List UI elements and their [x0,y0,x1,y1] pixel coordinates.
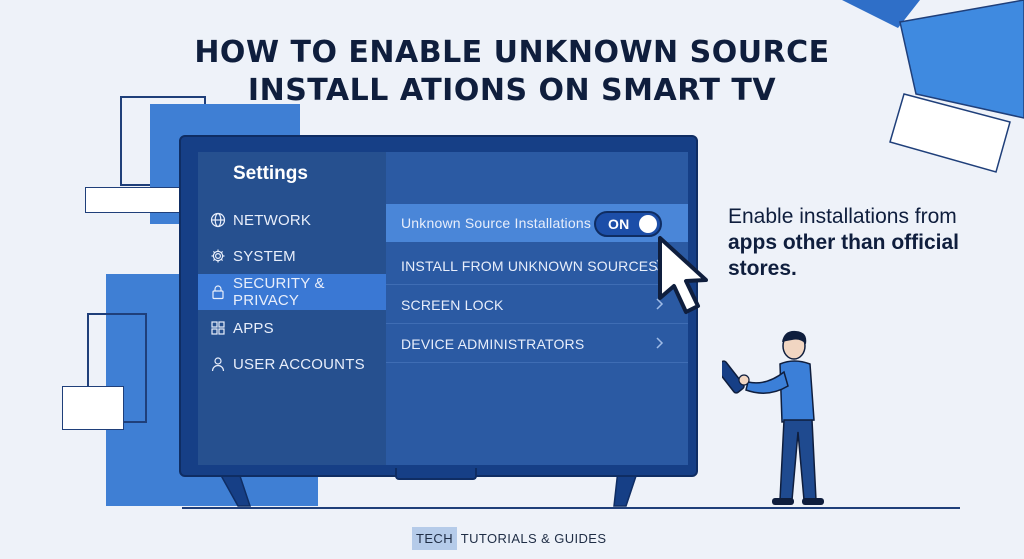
user-icon [210,356,226,372]
setting-label: SCREEN LOCK [401,296,504,313]
sidebar-item-system[interactable]: SYSTEM [198,238,386,274]
toggle-knob [639,215,657,233]
setting-row-unknown-source-installations[interactable]: Unknown Source Installations ON [386,204,688,242]
setting-row-device-administrators[interactable]: DEVICE ADMINISTRATORS [386,325,688,363]
setting-label: Unknown Source Installations [401,215,592,231]
grid-icon [210,320,226,336]
globe-icon [210,212,226,228]
chevron-right-icon [656,298,664,310]
sidebar-item-user-accounts[interactable]: USER ACCOUNTS [198,346,386,382]
caption-text: Enable installations from [728,205,957,228]
sidebar-item-label: SYSTEM [233,247,296,265]
title-line-2: INSTALL ATIONS ON SMART TV [247,73,777,108]
decor-corner-shapes [842,0,1024,173]
tv-legs [217,470,639,507]
chevron-right-icon [656,337,664,349]
sidebar-item-security-privacy[interactable]: SECURITY & PRIVACY [198,274,386,310]
sidebar-item-label: SECURITY & PRIVACY [233,275,325,309]
side-caption: Enable installations from apps other tha… [728,204,968,282]
sidebar-item-apps[interactable]: APPS [198,310,386,346]
setting-label: INSTALL FROM UNKNOWN SOURCES [401,257,658,274]
ground-line [182,507,960,509]
settings-content: Unknown Source Installations ON INSTALL … [386,152,688,465]
lock-icon [210,284,226,300]
footer-highlight: TECH [412,526,457,550]
sidebar-item-label: APPS [233,319,274,337]
setting-row-install-from-unknown-sources[interactable]: INSTALL FROM UNKNOWN SOURCES [386,247,688,285]
sidebar-item-label: USER ACCOUNTS [233,355,365,373]
sidebar-item-network[interactable]: NETWORK [198,202,386,238]
title-line-1: HOW TO ENABLE UNKNOWN SOURCE [194,35,830,70]
footer-brand: TECH TUTORIALS & GUIDES [412,525,606,551]
gear-icon [210,248,226,264]
settings-title: Settings [233,163,308,184]
caption-bold-text: apps other than official stores. [728,231,960,280]
decor-white-rect [85,187,180,213]
sidebar-item-label: NETWORK [233,211,312,229]
setting-label: DEVICE ADMINISTRATORS [401,335,585,352]
settings-sidebar: Settings NETWORK SYSTEM SECURITY & PRIVA… [198,152,386,465]
mouse-pointer-icon [658,236,708,314]
footer-text: TUTORIALS & GUIDES [457,530,607,546]
tv-chin [395,468,477,480]
person-with-remote-illustration [722,330,824,505]
page-title: HOW TO ENABLE UNKNOWN SOURCE INSTALL ATI… [0,34,1024,110]
setting-row-screen-lock[interactable]: SCREEN LOCK [386,286,688,324]
unknown-source-toggle[interactable]: ON [594,211,662,237]
toggle-state-label: ON [608,216,630,232]
decor-white-square [62,386,124,430]
tv-screen: Settings NETWORK SYSTEM SECURITY & PRIVA… [198,152,688,465]
